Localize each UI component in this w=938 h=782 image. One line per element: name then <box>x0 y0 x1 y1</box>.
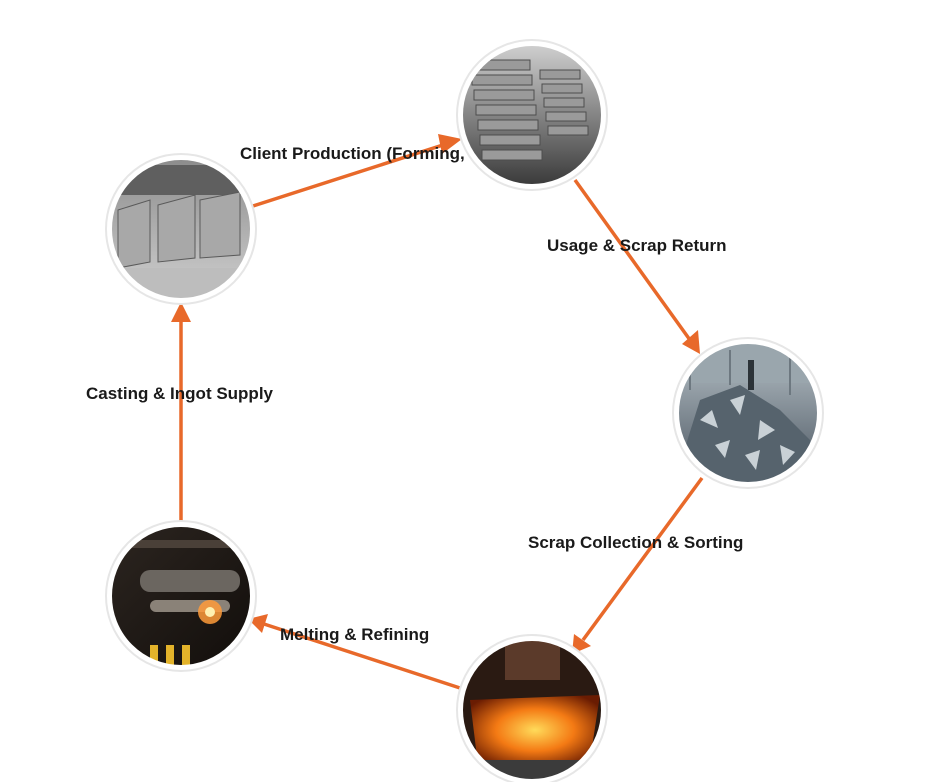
station-ingots <box>456 39 608 191</box>
scrap-yard-photo <box>678 343 818 483</box>
step-label-usage-scrap-return: Usage & Scrap Return <box>547 236 727 255</box>
station-potline <box>105 153 257 305</box>
station-scrap-yard <box>672 337 824 489</box>
casting-photo <box>111 526 251 666</box>
ingots-photo <box>462 45 602 185</box>
arrow-ingots-to-scrap <box>573 178 692 342</box>
cycle-arrows <box>171 134 704 690</box>
step-label-client-production: Client Production (Forming, <box>240 144 465 163</box>
arrow-furnace-to-casting <box>263 622 461 690</box>
station-casting <box>105 520 257 672</box>
arrowhead <box>438 134 462 154</box>
step-label-melting-refining: Melting & Refining <box>280 625 429 644</box>
arrow-potline-to-ingots <box>252 142 447 208</box>
step-label-casting-ingot-supply: Casting & Ingot Supply <box>86 384 274 403</box>
arrow-scrap-to-furnace <box>581 476 704 642</box>
station-furnace <box>456 634 608 782</box>
furnace-photo <box>462 640 602 780</box>
arrowhead <box>171 302 191 322</box>
step-label-scrap-collection-sorting: Scrap Collection & Sorting <box>528 533 743 552</box>
arrowhead <box>682 330 700 354</box>
